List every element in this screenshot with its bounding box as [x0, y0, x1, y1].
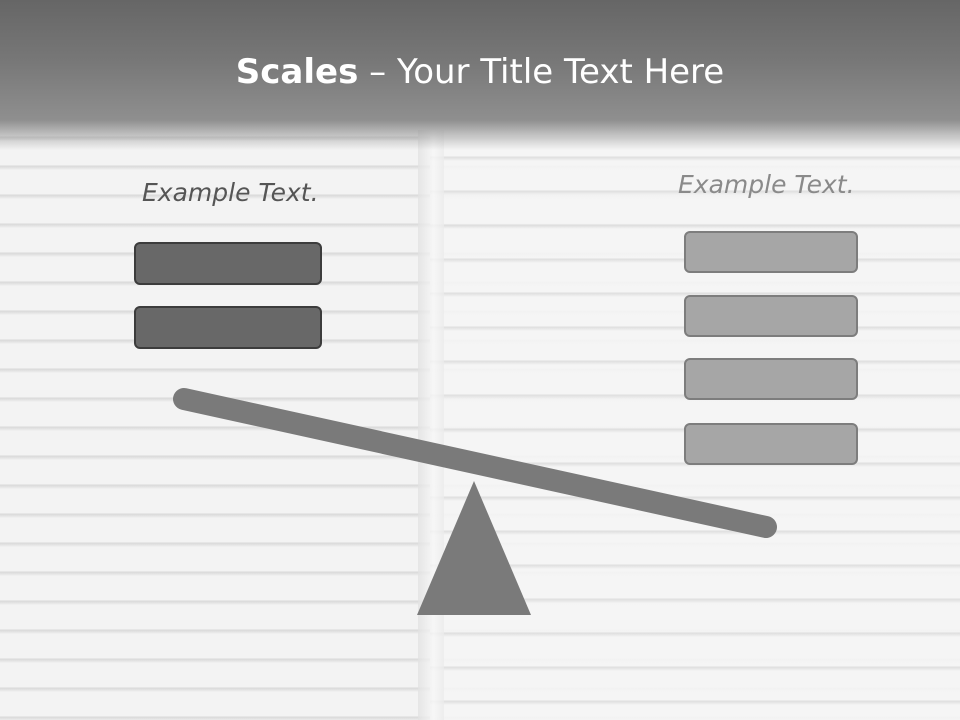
right-box-3[interactable]	[684, 358, 858, 400]
scale-beam[interactable]	[173, 388, 777, 538]
right-box-1[interactable]	[684, 231, 858, 273]
background-board-edge	[418, 130, 444, 720]
title-band: Scales – Your Title Text Here	[0, 0, 960, 150]
scale-pivot[interactable]	[417, 481, 531, 615]
right-box-4[interactable]	[684, 423, 858, 465]
left-box-2[interactable]	[134, 306, 322, 349]
left-example-text[interactable]: Example Text.	[142, 178, 319, 207]
title-rest: – Your Title Text Here	[358, 52, 725, 92]
slide-title[interactable]: Scales – Your Title Text Here	[0, 52, 960, 92]
right-box-2[interactable]	[684, 295, 858, 337]
left-box-1[interactable]	[134, 242, 322, 285]
right-example-text[interactable]: Example Text.	[678, 170, 855, 199]
title-bold: Scales	[235, 52, 359, 92]
